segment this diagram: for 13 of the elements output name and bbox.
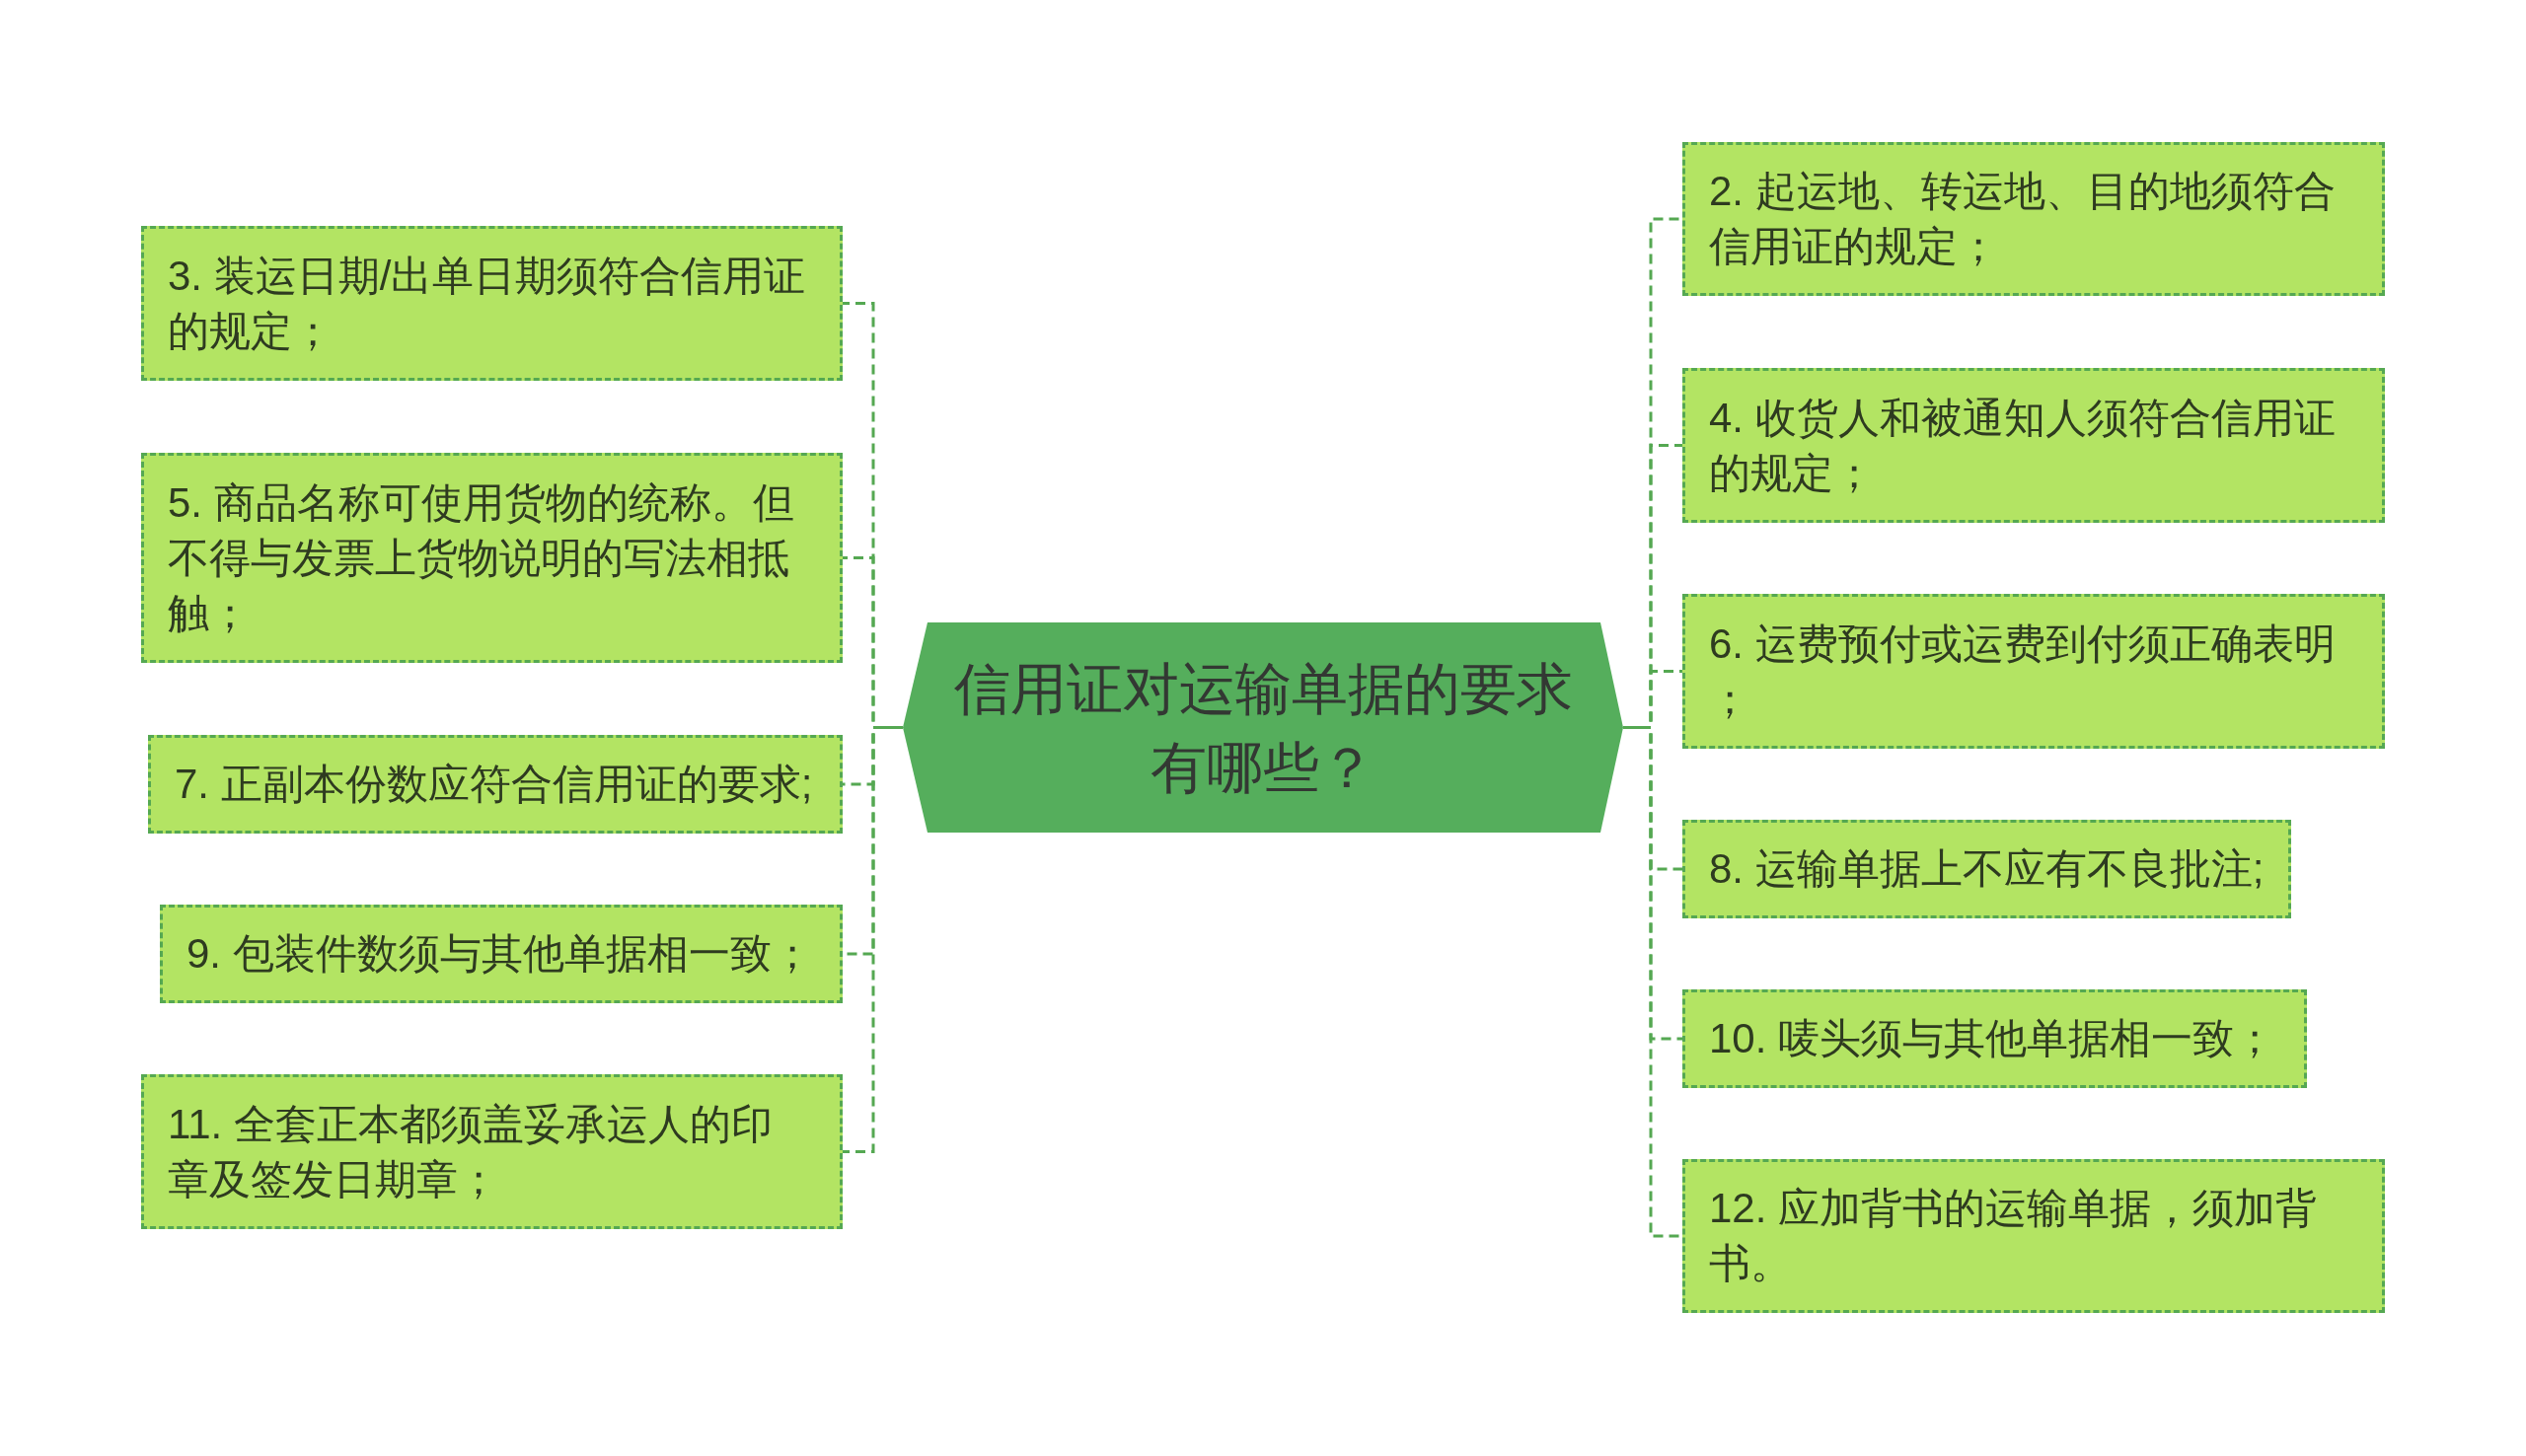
topic-box: 6. 运费预付或运费到付须正确表明； bbox=[1682, 594, 2385, 749]
topic-hexagon: 信用证对运输单据的要求有哪些？ bbox=[903, 622, 1623, 833]
topic-box: 2. 起运地、转运地、目的地须符合信用证的规定； bbox=[1682, 142, 2385, 296]
topic-box: 5. 商品名称可使用货物的统称。但不得与发票上货物说明的写法相抵触； bbox=[141, 453, 843, 663]
topic-box: 11. 全套正本都须盖妥承运人的印章及签发日期章； bbox=[141, 1074, 843, 1229]
topic-box: 12. 应加背书的运输单据，须加背书。 bbox=[1682, 1159, 2385, 1313]
topic-box: 7. 正副本份数应符合信用证的要求; bbox=[148, 735, 843, 834]
topic-box: 4. 收货人和被通知人须符合信用证的规定； bbox=[1682, 368, 2385, 523]
topic-box: 8. 运输单据上不应有不良批注; bbox=[1682, 820, 2291, 918]
topic-box: 3. 装运日期/出单日期须符合信用证的规定； bbox=[141, 226, 843, 381]
topic-box: 10. 唛头须与其他单据相一致； bbox=[1682, 989, 2307, 1088]
connector-line bbox=[843, 726, 903, 1153]
topic-box: 9. 包装件数须与其他单据相一致； bbox=[160, 905, 843, 1003]
